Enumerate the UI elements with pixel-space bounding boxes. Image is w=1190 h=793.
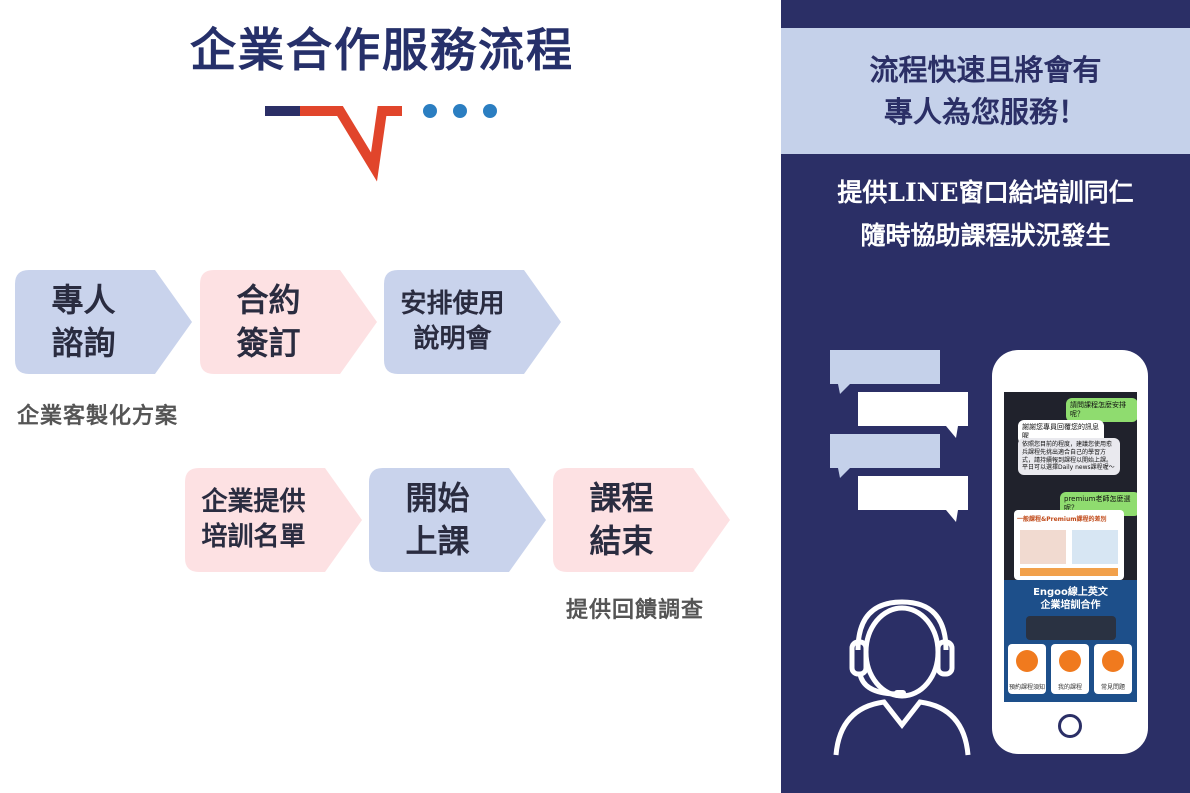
step-label: 開始 上課: [405, 478, 470, 560]
home-button: [1058, 714, 1082, 738]
step-label: 企業提供 培訓名單: [201, 486, 306, 552]
chat-card: 一般課程&Premium課程的差別: [1014, 510, 1124, 580]
customer-service-icon: [833, 599, 971, 756]
step-label: 課程 結束: [589, 478, 654, 560]
step-consult-note: 企業客製化方案: [17, 403, 179, 429]
page-title: 企業合作服務流程: [190, 23, 574, 77]
promo-title: Engoo線上英文 企業培訓合作: [1033, 587, 1108, 611]
chat-card-title: 一般課程&Premium課程的差別: [1017, 516, 1107, 523]
panel-subline: 提供LINE窗口給培訓同仁 隨時協助課程狀況發生: [837, 178, 1134, 250]
phone-screen: 請問課程怎麼安排呢？ 謝謝您專員回覆您的訊息喔 依照您目前的程度，建議您使用愈兵…: [1004, 392, 1137, 702]
step-label: 安排使用 說明會: [400, 288, 505, 354]
step-label: 合約 簽訂: [236, 280, 301, 362]
panel-headline: 流程快速且將會有 專人為您服務！: [869, 52, 1102, 129]
step-contract: 合約 簽訂: [200, 270, 377, 374]
panel-headline-box: 流程快速且將會有 專人為您服務！: [781, 28, 1190, 154]
my-courses-tile[interactable]: 我的課程: [1051, 644, 1089, 694]
chat-bubbles-icon: [830, 350, 968, 522]
chat-message: 依照您目前的程度，建議您使用愈兵課程先挑出適合自己的學習方式，請持續報到課程以開…: [1018, 438, 1120, 476]
chat-message: 請問課程怎麼安排呢？: [1066, 398, 1137, 423]
title-decoration: [265, 104, 497, 182]
step-consult: 專人 諮詢: [15, 270, 192, 374]
step-course-end-note: 提供回饋調查: [566, 597, 705, 623]
step-briefing: 安排使用 說明會: [384, 270, 561, 374]
step-trainee-list: 企業提供 培訓名單: [185, 468, 362, 572]
step-course-end: 課程 結束: [553, 468, 730, 572]
promo-banner: Engoo線上英文 企業培訓合作 預約課程須知 我的課程 常見問題: [1004, 580, 1137, 702]
faq-tile[interactable]: 常見問題: [1094, 644, 1132, 694]
step-label: 專人 諮詢: [51, 280, 116, 362]
step-start-class: 開始 上課: [369, 468, 546, 572]
course-info-tile[interactable]: 預約課程須知: [1008, 644, 1046, 694]
